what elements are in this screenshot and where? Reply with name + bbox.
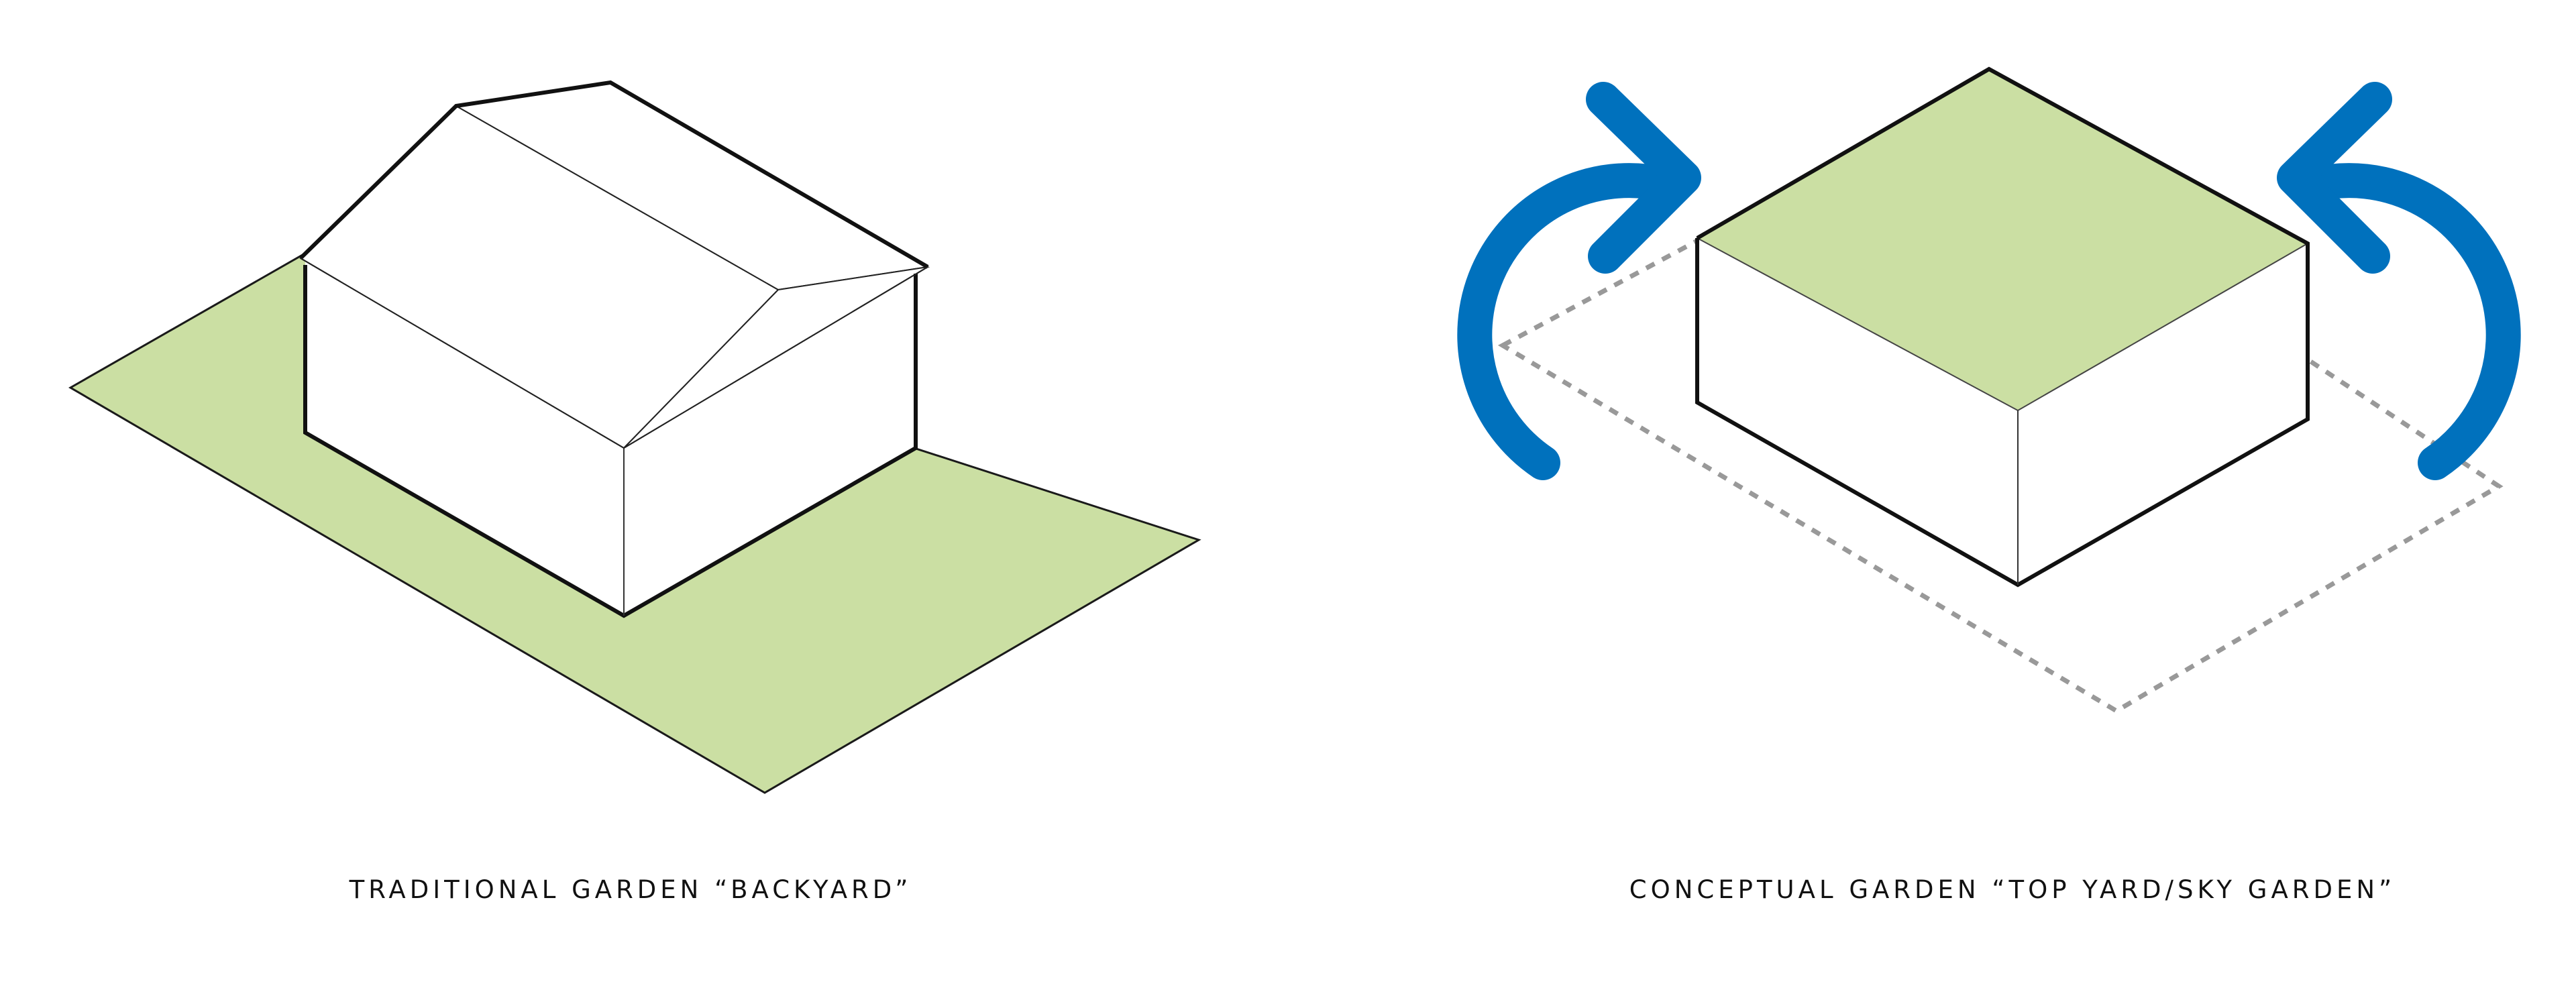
house-front-wall	[305, 262, 624, 616]
roof-eave-left	[300, 258, 625, 449]
block-outline	[1695, 66, 2310, 588]
left-curved-arrow-icon	[1457, 82, 1701, 480]
traditional-garden-illustration	[68, 80, 1201, 794]
traditional-garden-caption: TRADITIONAL GARDEN “BACKYARD”	[349, 875, 912, 904]
conceptual-garden-illustration	[1457, 66, 2521, 714]
roof-eave-right	[623, 266, 928, 449]
block-front-wall	[1697, 238, 2018, 585]
block-side-wall	[2018, 243, 2308, 585]
conceptual-garden-caption: CONCEPTUAL GARDEN “TOP YARD/SKY GARDEN”	[1629, 875, 2396, 904]
roof-outline	[299, 80, 929, 269]
house-side-wall	[624, 267, 916, 616]
right-curved-arrow-icon	[2277, 82, 2521, 480]
